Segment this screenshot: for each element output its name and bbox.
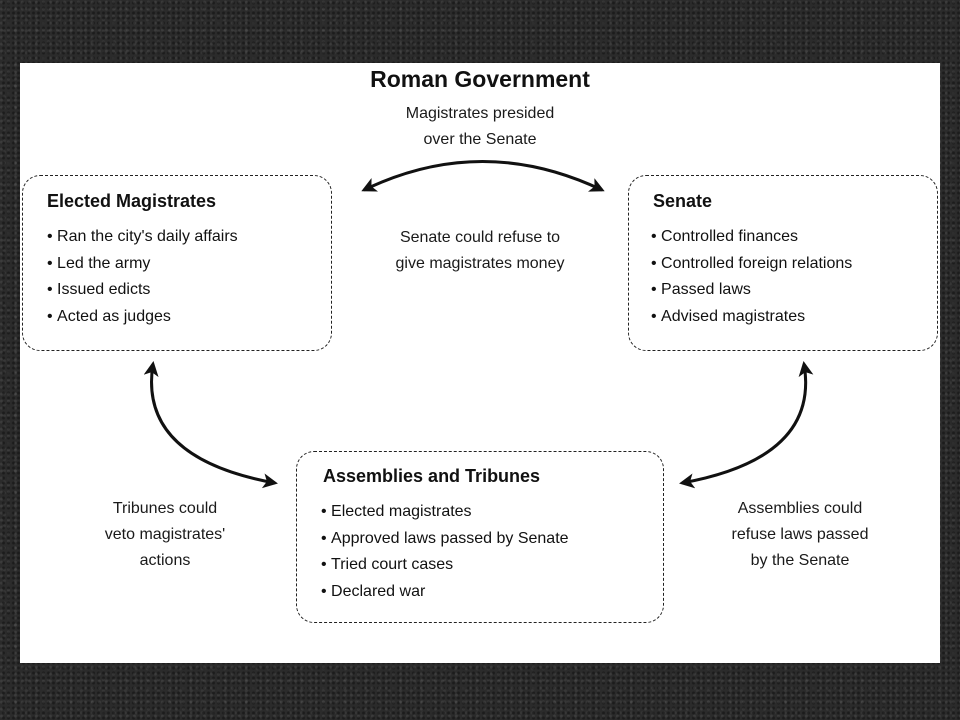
list-item: Elected magistrates (321, 499, 569, 526)
list-item: Passed laws (651, 277, 852, 304)
assemblies-box: Assemblies and Tribunes Elected magistra… (296, 451, 664, 623)
senate-list: Controlled finances Controlled foreign r… (651, 224, 852, 330)
list-item: Controlled finances (651, 224, 852, 251)
caption-tribunes-veto: Tribunes could veto magistrates' actions (60, 496, 270, 574)
caption-line: refuse laws passed (731, 526, 869, 543)
caption-line: Tribunes could (112, 500, 218, 517)
magistrates-box: Elected Magistrates Ran the city's daily… (22, 175, 332, 351)
list-item: Ran the city's daily affairs (47, 224, 238, 251)
diagram-slide: Roman Government Magistrates presided ov… (20, 63, 940, 663)
caption-line: actions (139, 552, 191, 569)
caption-assemblies-refuse: Assemblies could refuse laws passed by t… (690, 496, 910, 574)
assemblies-list: Elected magistrates Approved laws passed… (321, 499, 569, 606)
list-item: Declared war (321, 579, 569, 606)
arrow-magistrates-assemblies (143, 361, 278, 489)
list-item: Acted as judges (47, 304, 238, 331)
list-item: Led the army (47, 251, 238, 278)
list-item: Approved laws passed by Senate (321, 526, 568, 553)
magistrates-list: Ran the city's daily affairs Led the arm… (47, 224, 238, 330)
arrow-senate-assemblies (679, 361, 814, 489)
caption-magistrates-senate: Magistrates presided over the Senate (350, 101, 610, 153)
assemblies-title: Assemblies and Tribunes (323, 466, 541, 486)
caption-line: Assemblies could (737, 500, 863, 517)
senate-title: Senate (653, 191, 713, 211)
connector-arrows (143, 160, 814, 489)
caption-line: Senate could refuse to (399, 229, 561, 246)
caption-line: by the Senate (750, 552, 850, 569)
caption-line: Magistrates presided (405, 105, 555, 122)
caption-line: over the Senate (423, 131, 537, 148)
caption-line: give magistrates money (395, 255, 565, 272)
list-item: Advised magistrates (651, 304, 852, 331)
list-item: Issued edicts (47, 277, 238, 304)
magistrates-title: Elected Magistrates (47, 191, 217, 211)
caption-line: veto magistrates' (104, 526, 226, 543)
caption-senate-money: Senate could refuse to give magistrates … (350, 225, 610, 277)
senate-box: Senate Controlled finances Controlled fo… (628, 175, 938, 351)
list-item: Controlled foreign relations (651, 251, 852, 278)
arrow-magistrates-senate (361, 160, 605, 192)
diagram-title: Roman Government (370, 66, 590, 92)
list-item: Tried court cases (321, 552, 569, 579)
